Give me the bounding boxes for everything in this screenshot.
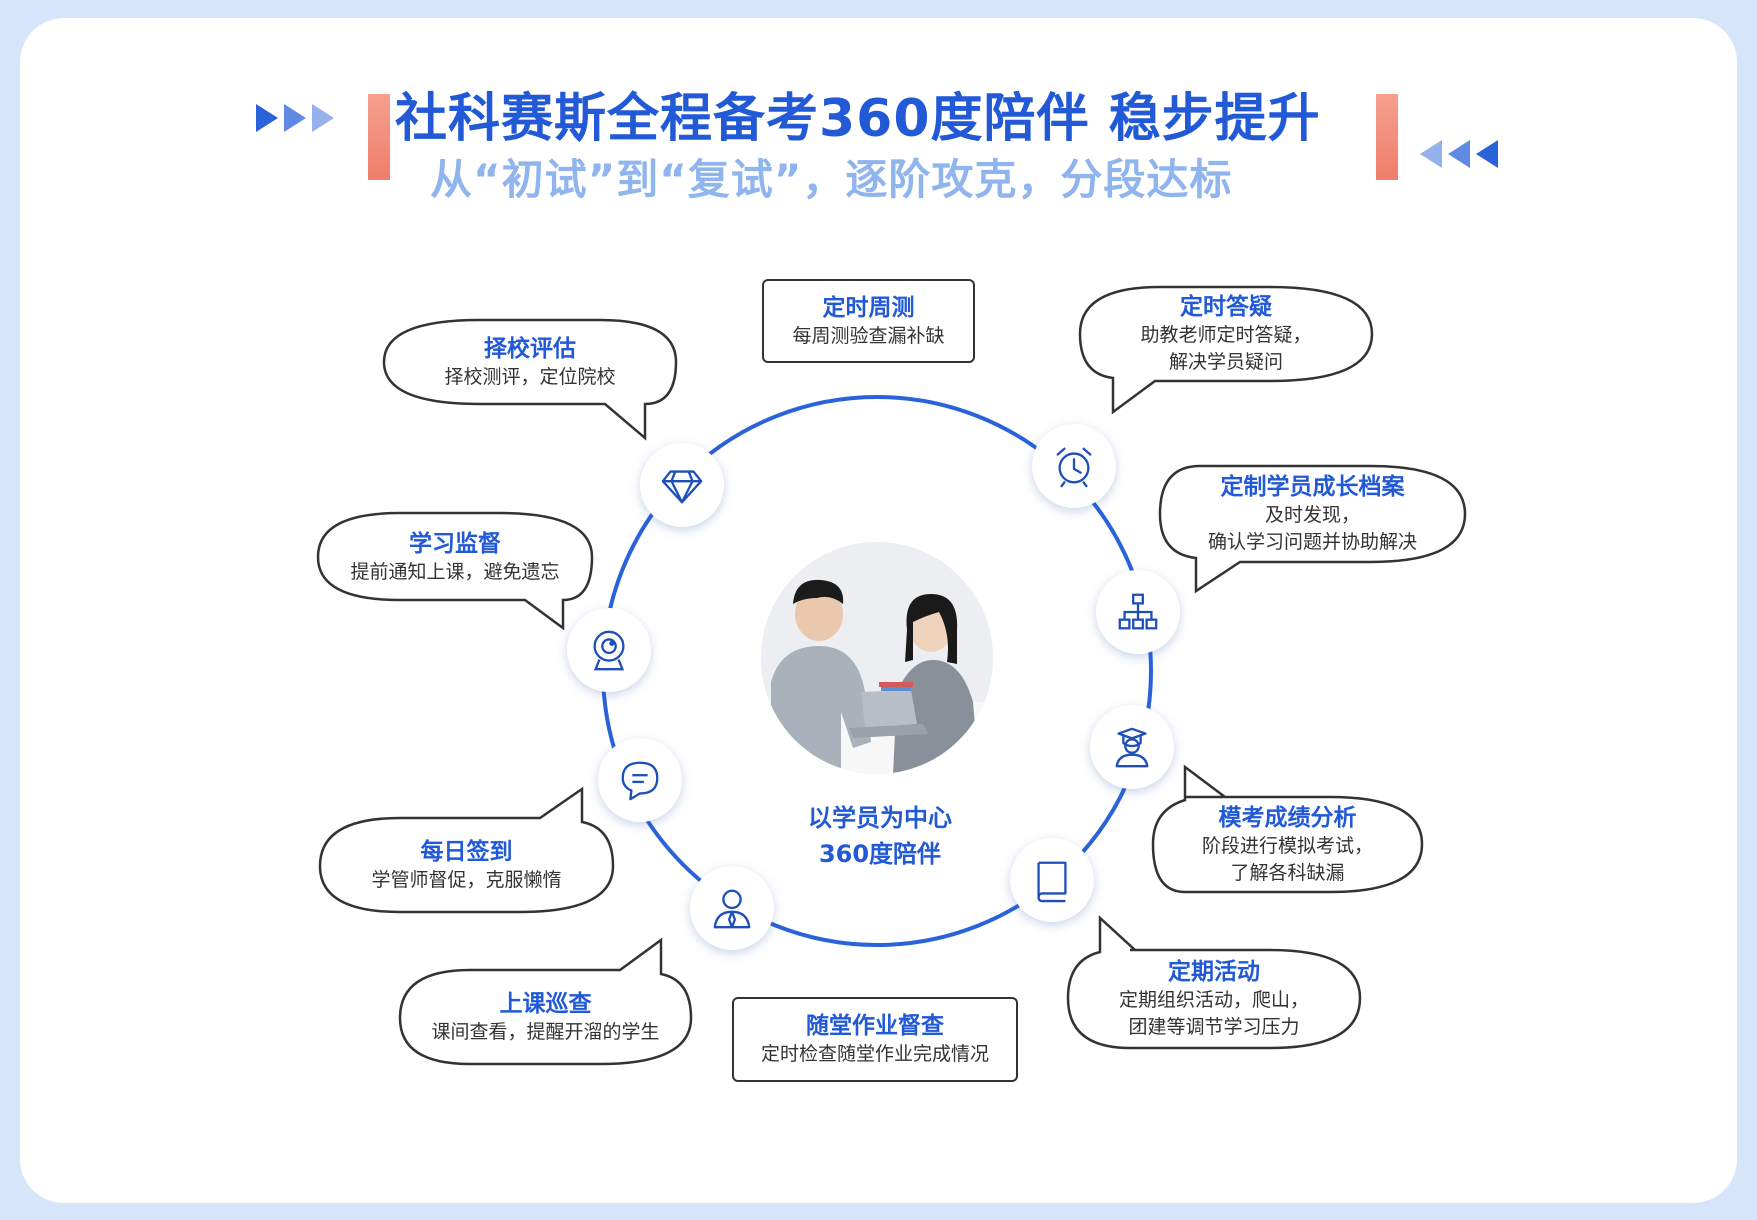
students-photo [761,542,993,774]
accent-bar-right [1376,94,1398,180]
reverse-arrow-icon [1448,140,1470,168]
reverse-arrow-icon [1420,140,1442,168]
bubble-title: 择校评估 [484,335,576,362]
book-icon [1037,861,1067,903]
bubble-title: 每日签到 [420,838,513,865]
hierarchy-icon [1118,593,1158,630]
bubble-desc: 阶段进行模拟考试， [1201,834,1373,857]
bubble-desc: 了解各科缺漏 [1230,861,1345,884]
box-desc: 定时检查随堂作业完成情况 [760,1043,989,1065]
bubble-school-eval: 择校评估 择校测评，定位院校 [384,322,676,402]
bubble-qa: 定时答疑 助教老师定时答疑， 解决学员疑问 [1080,287,1372,381]
center-line-1: 以学员为中心 [808,804,952,832]
node-school-eval [640,443,724,527]
bubble-title: 定时答疑 [1180,294,1272,320]
node-mock-exam [1090,705,1174,789]
box-title: 定时周测 [822,294,915,321]
graduate-icon [1115,727,1149,768]
reverse-arrow-icon [1476,140,1498,168]
bubble-desc: 团建等调节学习压力 [1128,1016,1300,1038]
accent-bar-left [368,94,390,180]
node-archive [1096,570,1180,654]
bubble-activities: 定期活动 定期组织活动，爬山， 团建等调节学习压力 [1068,950,1360,1048]
bubble-desc: 提前通知上课，避免遗忘 [350,560,560,583]
bubble-desc: 及时发现， [1264,504,1360,526]
node-qa [1032,424,1116,508]
bubble-outline-supervision [316,511,594,631]
chat-bubble-icon [621,761,659,801]
box-title: 随堂作业督查 [806,1013,944,1039]
bubble-desc: 课间查看，提醒开溜的学生 [431,1020,660,1043]
node-checkin [598,738,682,822]
page-title: 社科赛斯全程备考360度陪伴 稳步提升 [395,89,1321,149]
bubble-title: 学习监督 [409,530,501,557]
bubble-outline-activities [1066,915,1362,1050]
bubble-archive: 定制学员成长档案 及时发现， 确认学习问题并协助解决 [1160,466,1465,562]
page-subtitle: 从“初试”到“复试”，逐阶攻克，分段达标 [430,155,1233,204]
box-homework-check: 随堂作业督查 定时检查随堂作业完成情况 [732,997,1018,1082]
box-desc: 每周测验查漏补缺 [792,324,945,347]
bubble-title: 定期活动 [1168,959,1260,985]
bubble-mock-exam: 模考成绩分析 阶段进行模拟考试， 了解各科缺漏 [1153,797,1422,892]
bubble-desc: 择校测评，定位院校 [444,365,616,388]
left-arrows-decoration [256,104,334,132]
bubble-outline-mock-exam [1151,764,1424,894]
bubble-outline-qa [1078,285,1374,415]
bubble-outline-archive [1158,464,1467,594]
bubble-inspection: 上课巡查 课间查看，提醒开溜的学生 [400,972,691,1062]
bubble-desc: 解决学员疑问 [1168,351,1283,373]
play-arrow-icon [284,104,306,132]
bubble-outline-checkin [318,786,615,914]
bubble-title: 定制学员成长档案 [1220,474,1405,500]
person-icon [713,889,751,929]
students-studying-illustration [761,542,993,774]
diamond-icon [661,470,703,504]
bubble-title: 模考成绩分析 [1218,804,1357,831]
bubble-checkin: 每日签到 学管师督促，克服懒惰 [320,820,613,910]
bubble-desc: 定期组织活动，爬山， [1118,989,1309,1011]
bubble-supervision: 学习监督 提前通知上课，避免遗忘 [318,515,592,599]
box-weekly-test: 定时周测 每周测验查漏补缺 [762,279,975,363]
bubble-outline-school-eval [382,318,678,441]
center-line-2: 360度陪伴 [818,840,942,868]
bubble-desc: 确认学习问题并协助解决 [1207,531,1417,553]
header: 社科赛斯全程备考360度陪伴 稳步提升 从“初试”到“复试”，逐阶攻克，分段达标 [0,0,1757,230]
node-inspection [690,866,774,950]
alarm-clock-icon [1056,447,1092,488]
webcam-icon [593,630,625,671]
node-activities [1010,838,1094,922]
bubble-outline-inspection [398,937,693,1066]
bubble-desc: 学管师督促，克服懒惰 [371,868,562,891]
bubble-desc: 助教老师定时答疑， [1140,324,1312,346]
play-arrow-icon [312,104,334,132]
center-label: 以学员为中心 360度陪伴 [760,800,1000,872]
right-arrows-decoration [1420,140,1498,168]
bubble-title: 上课巡查 [499,990,592,1017]
play-arrow-icon [256,104,278,132]
node-supervision [567,608,651,692]
